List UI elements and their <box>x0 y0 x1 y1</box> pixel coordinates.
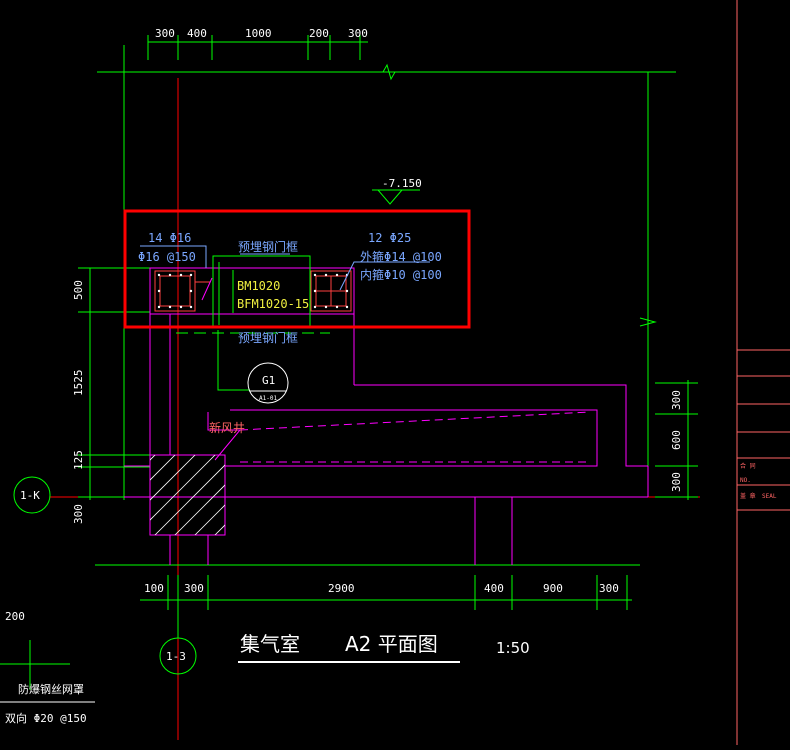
bottom-dimension-chain <box>95 564 640 610</box>
right-break-symbol <box>639 317 657 327</box>
elevation-triangle <box>377 189 403 205</box>
outline-duct <box>230 409 598 467</box>
rebar-right-section <box>310 270 352 312</box>
drawing-title: 集气室 A2 平面图 1:50 <box>238 632 530 663</box>
structure-outline <box>124 267 649 565</box>
rebar-dots <box>157 273 349 309</box>
title-block-no-en: NO. <box>740 477 751 484</box>
axis-bubble-1k-circle <box>13 476 51 514</box>
top-dim-3: 1000 <box>245 27 272 40</box>
bottom-dim-1: 100 <box>144 582 164 595</box>
duct-slope-line <box>239 411 591 431</box>
title-block-seal-cn: 盖 章 <box>740 492 756 500</box>
corner-left-value: 200 <box>5 610 25 623</box>
rebar-left-inner <box>159 275 191 307</box>
hatch-line <box>214 524 225 535</box>
elevation-mark <box>372 189 420 205</box>
hatch-line <box>154 464 225 535</box>
rebar-right-outer <box>310 270 352 312</box>
right-dimension-chain <box>655 380 698 500</box>
left-rebar-stirrup: Φ16 @150 <box>138 250 196 264</box>
top-dim-1: 300 <box>155 27 175 40</box>
frame-bottom-label: 预埋钢门框 <box>238 330 298 345</box>
marker-g1-text: G1 <box>262 374 275 387</box>
highlight-box <box>123 209 471 329</box>
corner-label-1: 防爆钢丝网罩 <box>18 682 84 696</box>
duct-dashes <box>239 411 591 463</box>
rebar-left-section <box>154 270 213 312</box>
right-guides <box>639 72 657 470</box>
right-rebar-outer: 外箍Φ14 @100 <box>360 249 442 264</box>
corner-label-2: 双向 Φ20 @150 <box>5 711 87 725</box>
right-rebar-inner: 内箍Φ10 @100 <box>360 267 442 282</box>
right-dim-1: 300 <box>670 390 683 410</box>
top-dim-4: 200 <box>309 27 329 40</box>
left-dim-4: 300 <box>72 504 85 524</box>
title-scale: 1:50 <box>496 639 530 657</box>
door-label-2: BFM1020-15 <box>237 297 309 311</box>
left-dim-1: 500 <box>72 280 85 300</box>
title-main: 集气室 <box>240 632 300 656</box>
axis-bubble-1k-text: 1-K <box>20 489 40 502</box>
axis-bubble-13-text: 1-3 <box>166 650 186 663</box>
hatch-line <box>194 504 225 535</box>
elevation-value: -7.150 <box>382 177 422 190</box>
hatch-line <box>150 455 176 481</box>
title-block-no-cn: 合 同 <box>740 462 756 470</box>
top-dim-5: 300 <box>348 27 368 40</box>
bottom-dim-3: 2900 <box>328 582 355 595</box>
top-dim-2: 400 <box>187 27 207 40</box>
new-shaft-label: 新风井 <box>209 420 245 435</box>
corner-note: 200 防爆钢丝网罩 双向 Φ20 @150 <box>0 610 95 725</box>
axis-bubble-13[interactable]: 1-3 <box>159 610 197 675</box>
door-frame-wall <box>149 267 355 315</box>
rebar-leaders <box>140 245 430 291</box>
bottom-dim-4: 400 <box>484 582 504 595</box>
left-rebar-main: 14 Φ16 <box>148 231 191 245</box>
rebar-left-pointer <box>201 277 213 301</box>
new-shaft-leader <box>207 412 242 461</box>
marker-leader <box>217 330 250 391</box>
title-sub: A2 平面图 <box>345 632 438 656</box>
hatch-line <box>150 455 216 521</box>
bottom-dim-5: 900 <box>543 582 563 595</box>
new-shaft-callout: 新风井 <box>207 412 245 461</box>
outline-wall-right-run <box>354 384 648 467</box>
hatch-line <box>150 455 196 501</box>
bottom-dim-2: 300 <box>184 582 204 595</box>
marker-g1-circle <box>247 362 289 404</box>
frame-top-label: 预埋钢门框 <box>238 239 298 254</box>
door-label-1: BM1020 <box>237 279 280 293</box>
left-dimension-chain <box>78 267 150 500</box>
leader-right <box>339 261 430 291</box>
marker-g1-sub: A1-01 <box>259 395 277 402</box>
marker-g1[interactable]: G1 A1-01 <box>247 362 289 404</box>
left-dim-3: 125 <box>72 450 85 470</box>
top-break-symbol <box>382 63 396 81</box>
left-dim-2: 1525 <box>72 370 85 397</box>
shaft-hatch <box>150 455 225 535</box>
hatch-line <box>174 484 225 535</box>
rebar-left-outer <box>154 270 196 312</box>
bottom-dim-6: 300 <box>599 582 619 595</box>
leader-left <box>140 245 207 268</box>
axis-bubble-1k[interactable]: 1-K <box>13 476 51 514</box>
right-dim-3: 300 <box>670 472 683 492</box>
title-block-seal-en: SEAL <box>762 493 777 500</box>
right-rebar-main: 12 Φ25 <box>368 231 411 245</box>
right-dim-2: 600 <box>670 430 683 450</box>
shaft-box <box>149 454 226 536</box>
title-block: 合 同 NO. 盖 章 SEAL <box>736 0 790 745</box>
hatch-line <box>150 455 156 461</box>
door-frame <box>176 255 330 391</box>
